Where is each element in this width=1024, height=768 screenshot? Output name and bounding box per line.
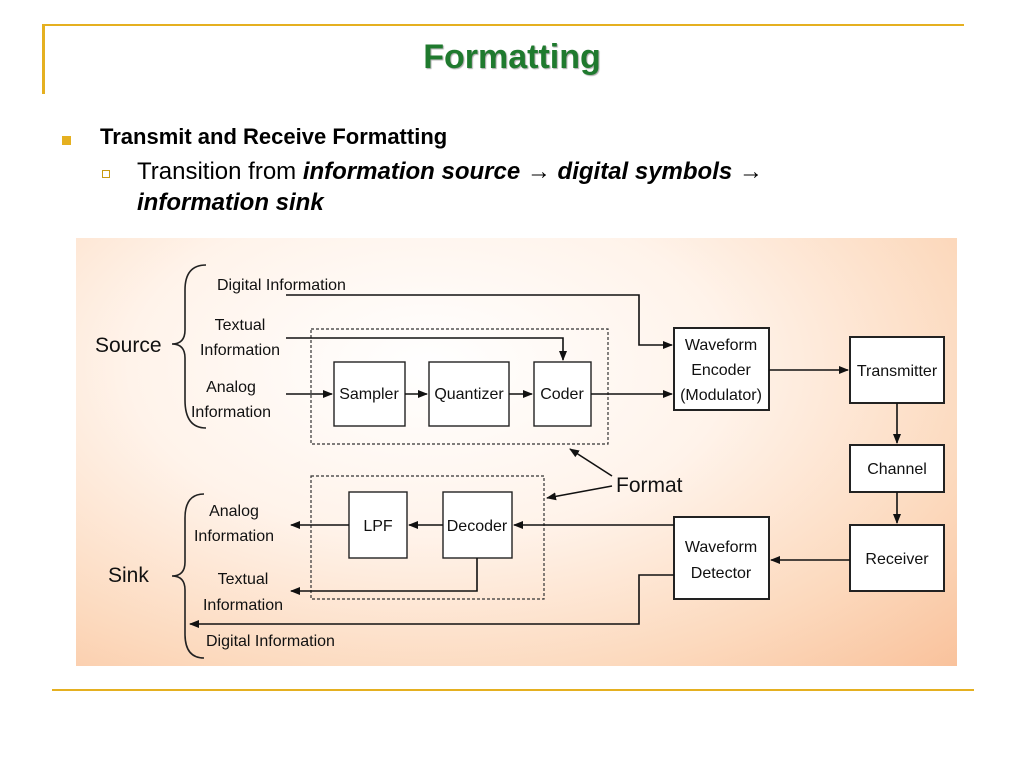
sub-bullet-prefix: Transition from [137,158,303,185]
src-textual-1: Textual [215,317,266,334]
accent-bottom-line [52,689,974,691]
sink-analog-2: Information [194,528,274,545]
term-information-source: information source [302,158,521,185]
accent-vertical-line [42,24,45,94]
arrow-decoder-to-textual [290,558,478,595]
arrow-glyph: → [738,158,763,185]
square-bullet-icon [62,136,71,145]
arrow-format-to-receive-region [546,485,613,501]
encoder-label-2: Encoder [691,362,751,379]
src-digital-info: Digital Information [217,277,346,294]
coder-block: Coder [533,361,592,427]
format-region-transmit [310,328,609,445]
transmitter-block: Transmitter [849,336,945,404]
sampler-block: Sampler [333,361,406,427]
coder-label: Coder [540,386,584,403]
hollow-square-bullet-icon [102,170,110,178]
encoder-label-3: (Modulator) [680,387,762,404]
waveform-encoder-block: Waveform [673,327,770,411]
sink-analog-1: Analog [209,503,259,520]
sink-textual-1: Textual [218,571,269,588]
encoder-label-1: Waveform [685,337,757,354]
accent-top-line [42,24,964,26]
slide-title: Formatting [423,38,601,76]
arrow-format-to-transmit-region [569,448,613,477]
src-textual-2: Information [200,342,280,359]
sub-bullet-line-1: Transition from information source → dig… [137,158,763,186]
arrow-glyph: → [526,158,551,185]
sink-brace [171,493,205,659]
arrow-textual-to-coder [286,337,567,361]
bullet-heading: Transmit and Receive Formatting [100,124,448,149]
quantizer-block: Quantizer [428,361,510,427]
signal-connectors [189,294,901,628]
channel-label: Channel [867,461,927,478]
arrow-digital-to-encoder [286,294,673,349]
lpf-block: LPF [348,491,408,559]
arrow-detector-to-digital [189,574,674,628]
sink-label: Sink [108,564,149,587]
term-information-sink: information sink [137,189,324,216]
diagram-svg: Source Sink Digital Information Textual … [95,264,945,659]
transmitter-label: Transmitter [857,363,938,380]
source-label: Source [95,334,162,357]
format-label: Format [616,474,683,497]
channel-block: Channel [849,444,945,493]
detector-label-2: Detector [691,565,752,582]
detector-label-1: Waveform [685,539,757,556]
lpf-label: LPF [363,518,393,535]
quantizer-label: Quantizer [434,386,504,403]
waveform-detector-block: Waveform [673,516,770,600]
term-digital-symbols: digital symbols [557,158,733,185]
receiver-label: Receiver [865,551,929,568]
receiver-block: Receiver [849,524,945,592]
sink-textual-2: Information [203,597,283,614]
src-analog-2: Information [191,404,271,421]
source-brace [171,264,207,429]
sink-digital-info: Digital Information [206,633,335,650]
decoder-label: Decoder [447,518,508,535]
sampler-label: Sampler [339,386,399,403]
format-region-receive [310,475,545,600]
src-analog-1: Analog [206,379,256,396]
formatting-block-diagram: Source Sink Digital Information Textual … [76,238,957,666]
decoder-block: Decoder [442,491,513,559]
